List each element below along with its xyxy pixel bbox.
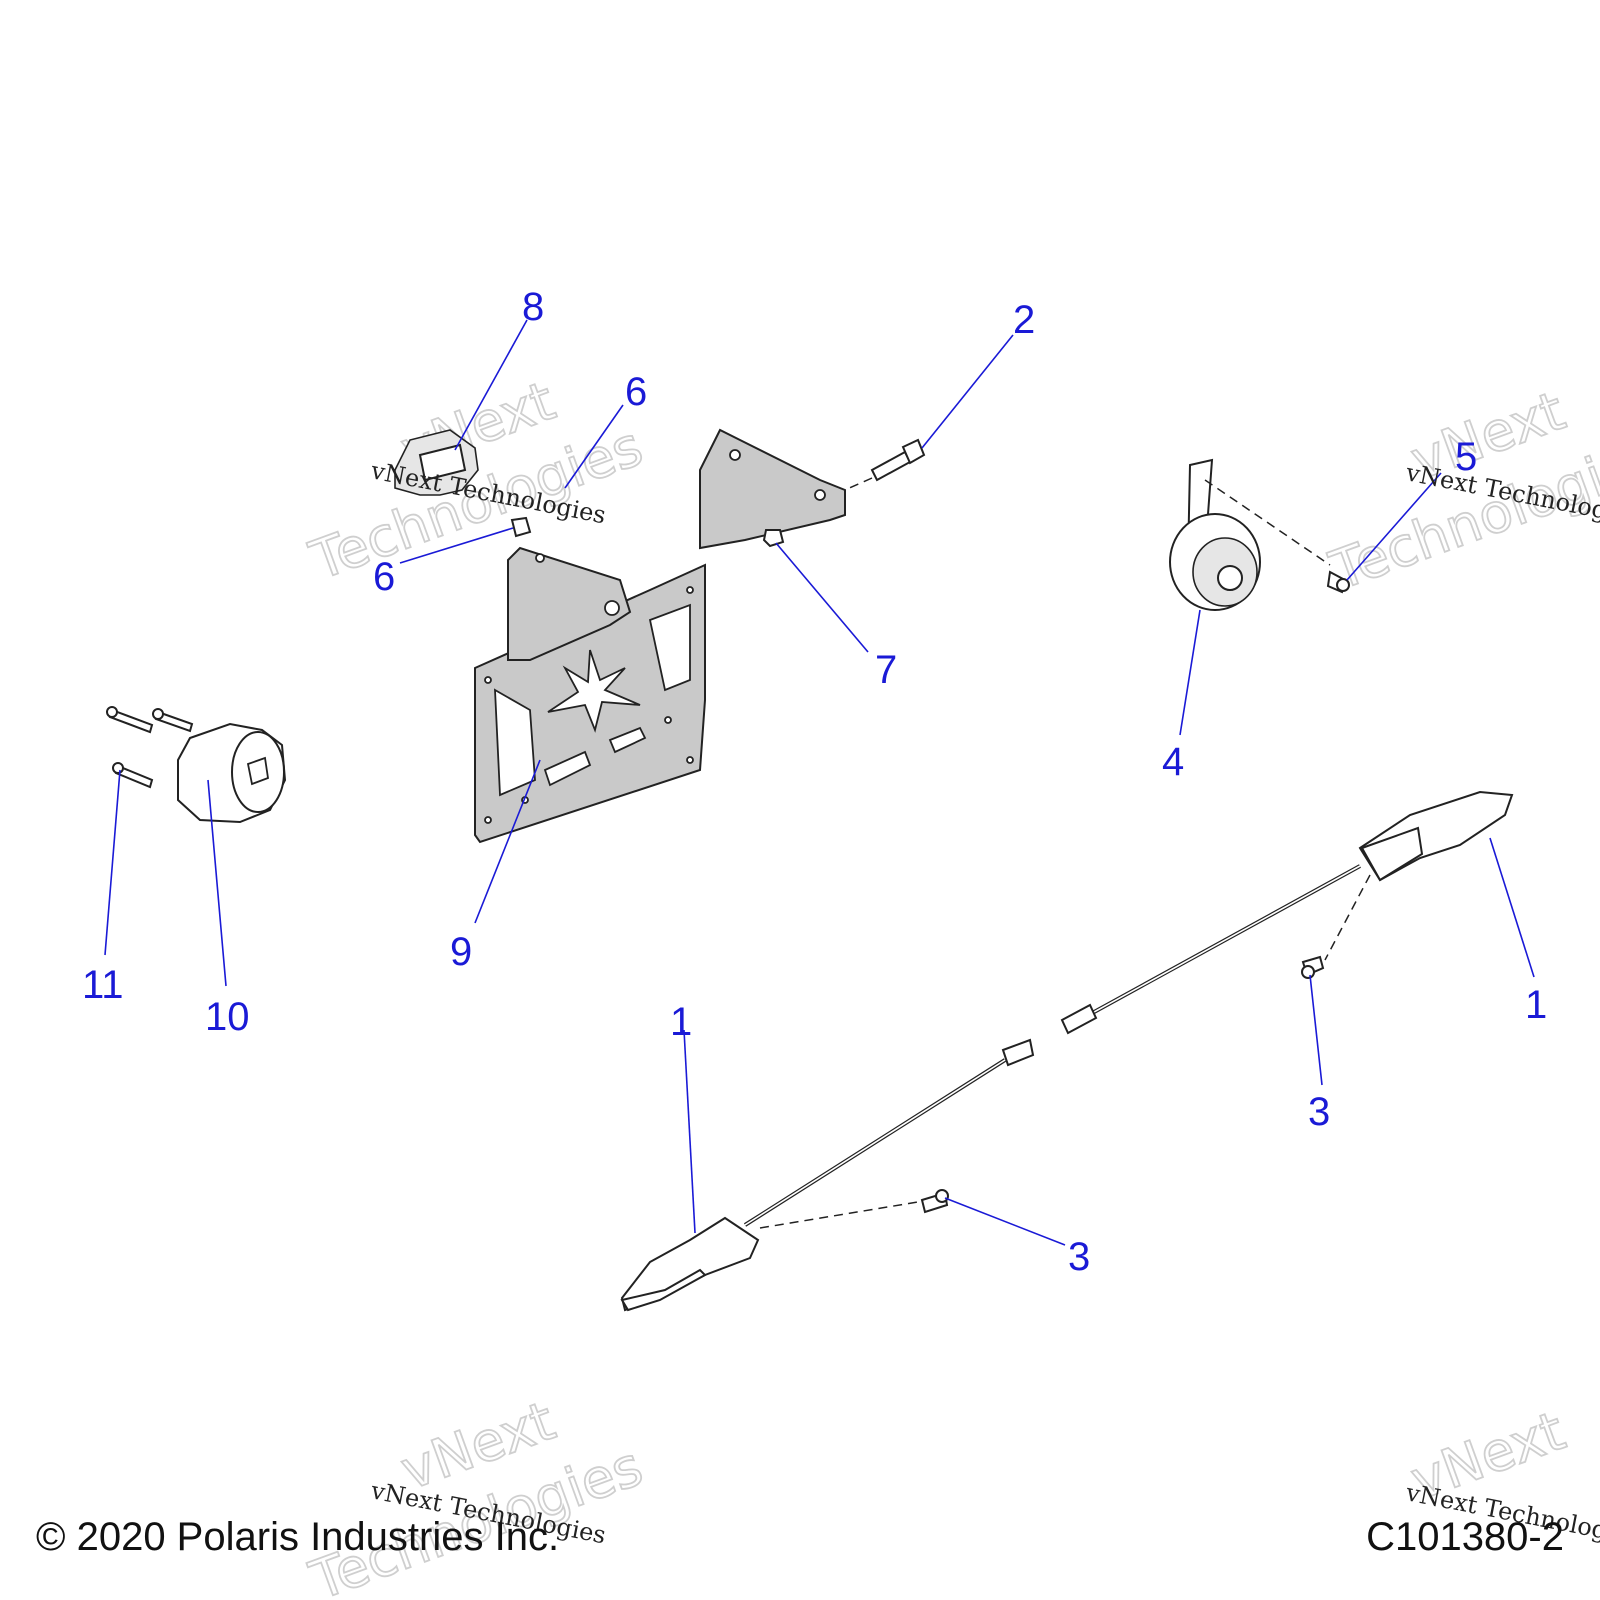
housing-10 — [177, 722, 287, 824]
callout-3-right: 3 — [1308, 1090, 1330, 1134]
horn-4 — [1169, 458, 1331, 611]
nut-6 — [510, 516, 532, 538]
screw-3-left — [920, 1189, 949, 1214]
callout-3-left: 3 — [1068, 1235, 1090, 1279]
screw-3-right — [1301, 955, 1325, 979]
callout-10: 10 — [205, 995, 250, 1039]
callout-4: 4 — [1162, 740, 1184, 784]
screws-11 — [106, 706, 194, 789]
screw-5 — [1326, 570, 1350, 594]
leader-lines — [104, 319, 1535, 1246]
figure-id: C101380-2 — [1366, 1515, 1564, 1559]
turn-signal-right — [1060, 790, 1514, 1035]
turn-signal-left — [620, 1038, 1035, 1312]
callout-1-left: 1 — [670, 1000, 692, 1044]
callout-1-right: 1 — [1525, 983, 1547, 1027]
copyright-text: © 2020 Polaris Industries Inc. — [36, 1515, 560, 1559]
license-plate-bracket — [474, 428, 846, 844]
nut-7 — [762, 529, 785, 548]
callout-8: 8 — [522, 285, 544, 329]
callout-labels: 8 6 6 2 7 5 4 9 10 11 1 3 1 3 — [82, 285, 1547, 1279]
callout-7: 7 — [875, 648, 897, 692]
callout-9: 9 — [450, 930, 472, 974]
callout-2: 2 — [1013, 298, 1035, 342]
bolt-2 — [844, 438, 926, 491]
callout-5: 5 — [1455, 435, 1477, 479]
callout-6-bottom: 6 — [373, 555, 395, 599]
callout-6-top: 6 — [625, 370, 647, 414]
callout-11: 11 — [82, 963, 124, 1007]
watermark-outline-group: vNext Technologies vNext Technologies vN… — [301, 368, 1600, 1600]
